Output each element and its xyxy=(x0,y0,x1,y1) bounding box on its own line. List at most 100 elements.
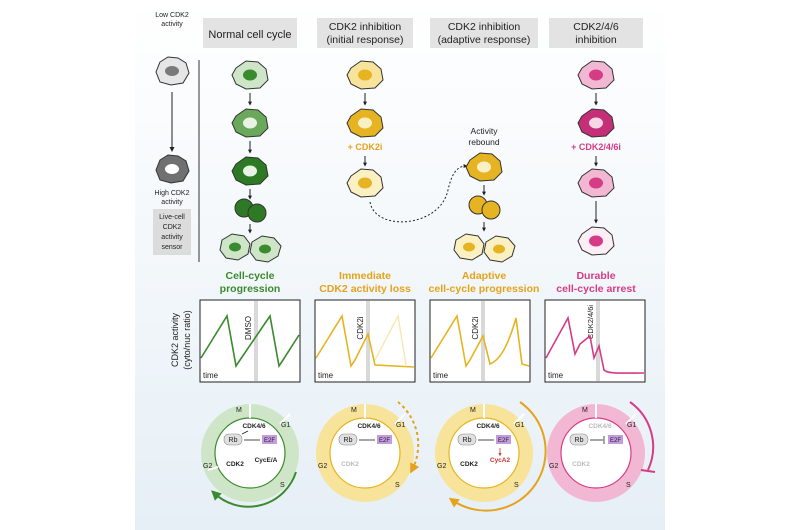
cycle-normal-rb-box xyxy=(223,433,243,446)
plot-normal-trace xyxy=(200,313,300,369)
cycle-initial-g1: G1 xyxy=(396,422,405,429)
cdk246-nucleus-2 xyxy=(589,117,603,129)
outcome-labels: Cell-cycle progression Immediate CDK2 ac… xyxy=(220,270,637,295)
cycle-initial-s: S xyxy=(395,482,400,489)
cdk246-nucleus-1 xyxy=(589,69,603,81)
cdk246-nucleus-4 xyxy=(589,235,603,247)
column-cdk2i-adaptive-cells: Activity rebound xyxy=(453,126,516,263)
rebound-dashed-arrow xyxy=(369,164,468,223)
cycle-normal-divider-g2 xyxy=(207,466,219,471)
plot-ylabel-line2: (cyto/nuc ratio) xyxy=(182,310,192,370)
high-activity-line2: activity xyxy=(161,199,183,206)
cycle-initial-divider-g1 xyxy=(394,413,406,425)
cycle-cdk246-s: S xyxy=(626,482,631,489)
header-cdk2i-adaptive-line2: (adaptive response) xyxy=(438,34,531,46)
cycle-initial-cdk2: CDK2 xyxy=(341,461,359,468)
plot-cdk246-treatment: CDK2/4/6i xyxy=(586,305,595,340)
cycle-initial-dashed-arrow xyxy=(397,401,420,474)
cycle-normal-cyce-a: CycE/A xyxy=(255,457,278,464)
cycle-initial-e2f-box xyxy=(377,435,392,444)
normal-nucleus-3 xyxy=(243,165,257,177)
cycle-adaptive-e2f: E2F xyxy=(498,438,509,444)
header-cdk2i-adaptive-line1: CDK2 inhibition xyxy=(448,21,521,33)
cycle-cdk246-rb-box xyxy=(569,433,589,446)
outcome-normal-line1: Cell-cycle xyxy=(225,270,274,282)
header-normal: Normal cell cycle xyxy=(208,29,291,41)
header-cdk246-line2: inhibition xyxy=(575,34,617,46)
column-cdk246-cells: + CDK2/4/6i xyxy=(571,60,621,256)
cycle-cdk246-cdk46: CDK4/6 xyxy=(588,423,612,430)
low-activity-line2: activity xyxy=(161,21,183,28)
cycle-initial-m: M xyxy=(351,407,357,414)
cycle-cdk246-arrest-arc xyxy=(629,401,655,471)
cycle-normal-g2: G2 xyxy=(203,463,212,470)
cycle-cdk246-g1: G1 xyxy=(627,422,636,429)
header-cdk246-line1: CDK2/4/6 xyxy=(573,21,619,33)
cycle-initial-g2: G2 xyxy=(318,463,327,470)
cycle-cdk246-arrest-bar xyxy=(640,469,656,473)
cycle-adaptive-cdk2: CDK2 xyxy=(460,461,478,468)
plus-cdk246i-label: + CDK2/4/6i xyxy=(571,142,621,152)
adaptive-daughter-nucleus-b xyxy=(493,244,505,254)
header-cdk2i-initial-line1: CDK2 inhibition xyxy=(329,21,402,33)
cycle-cdk246-divider-g1 xyxy=(625,413,637,425)
cycle-normal-g1: G1 xyxy=(281,422,290,429)
cycle-cdk246-m: M xyxy=(582,407,588,414)
outcome-adaptive-line2: cell-cycle progression xyxy=(429,283,540,295)
initial-nucleus-1 xyxy=(358,69,372,81)
cycle-adaptive-progress-arrow xyxy=(448,401,547,512)
column-cdk2i-initial-cells: + CDK2i xyxy=(346,60,468,223)
normal-nucleus-1 xyxy=(243,69,257,81)
plot-normal-treatment: DMSO xyxy=(244,316,253,340)
plot-ylabel-line1: CDK2 activity xyxy=(170,312,180,367)
plot-adaptive-xlabel: time xyxy=(433,371,449,380)
cycle-adaptive-rb-box xyxy=(457,433,477,446)
cycle-cdk246-e2f-box xyxy=(608,435,623,444)
adaptive-nucleus-1 xyxy=(477,161,491,173)
low-activity-line1: Low CDK2 xyxy=(155,12,189,19)
cycle-initial-rb: Rb xyxy=(344,437,353,444)
cycle-initial-e2f: E2F xyxy=(379,438,390,444)
cycle-adaptive-cyca2: CycA2 xyxy=(490,457,511,464)
plot-adaptive-trace xyxy=(430,313,530,369)
activity-plots: CDK2 activity (cyto/nuc ratio) DMSO time… xyxy=(170,299,646,383)
sensor-box xyxy=(153,209,191,255)
plot-cdk246-frame xyxy=(544,299,646,383)
low-activity-nucleus xyxy=(165,66,179,76)
cycle-normal-s: S xyxy=(280,482,285,489)
initial-nucleus-3 xyxy=(358,177,372,189)
cycle-adaptive-e2f-box xyxy=(496,435,511,444)
cycle-normal-inhibit-line xyxy=(241,430,249,435)
plot-cdk246-treatment-band xyxy=(596,301,600,381)
cycle-adaptive-s: S xyxy=(514,482,519,489)
plot-initial-trace xyxy=(315,313,415,369)
cycle-cdk246-rb: Rb xyxy=(575,437,584,444)
cycle-adaptive-m: M xyxy=(470,407,476,414)
cycle-cdk246: M G1 G2 S CDK4/6 Rb E2F CDK2 xyxy=(547,401,656,502)
cycle-normal-m: M xyxy=(236,407,242,414)
cycle-adaptive-cdk46: CDK4/6 xyxy=(476,423,500,430)
plot-initial-xlabel: time xyxy=(318,371,334,380)
adaptive-daughter-nucleus-a xyxy=(463,242,475,252)
cycle-cdk246-g2: G2 xyxy=(549,463,558,470)
column-headers: Normal cell cycle CDK2 inhibition (initi… xyxy=(203,18,643,48)
plot-initial-trace-faded xyxy=(374,313,407,366)
plot-normal-xlabel: time xyxy=(203,371,219,380)
cycle-normal-progress-arrow xyxy=(211,471,297,508)
outcome-cdk246-line2: cell-cycle arrest xyxy=(556,283,636,295)
sensor-line1: Live-cell xyxy=(159,214,185,221)
plot-cdk246-xlabel: time xyxy=(548,371,564,380)
adaptive-dividing-cell-b xyxy=(481,200,501,220)
activity-rebound-line2: rebound xyxy=(468,137,499,147)
sensor-line4: sensor xyxy=(161,244,183,251)
sensor-legend: Low CDK2 activity High CDK2 activity Liv… xyxy=(153,12,200,262)
initial-nucleus-2 xyxy=(358,117,372,129)
plot-adaptive-treatment-band xyxy=(481,301,485,381)
plot-initial-treatment: CDK2i xyxy=(356,316,365,339)
sensor-line3: activity xyxy=(161,234,183,241)
header-box-normal xyxy=(203,18,297,48)
plot-cdk246-trace xyxy=(545,315,645,374)
plot-normal-treatment-band xyxy=(254,301,258,381)
cycle-normal-e2f-box xyxy=(262,435,277,444)
